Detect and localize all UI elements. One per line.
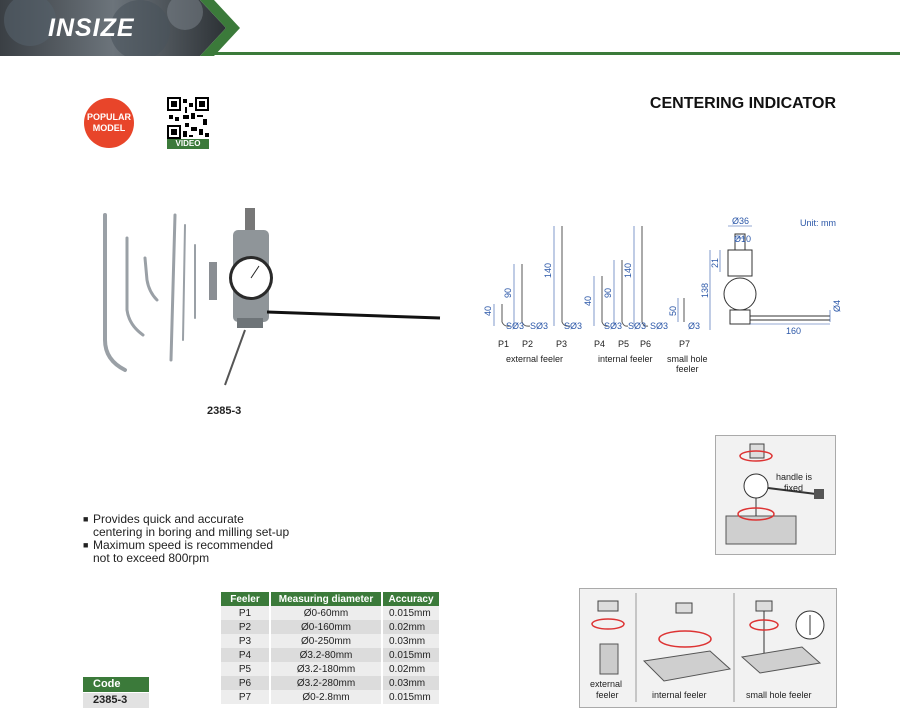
dim-d4: Ø4 (832, 300, 842, 312)
cell-diameter: Ø3.2-280mm (270, 676, 383, 690)
usage-label-external-1: external (590, 679, 622, 689)
feature-item: ■ Provides quick and accurate (83, 513, 289, 526)
dimension-drawing: Unit: mm 40 90 140 40 90 140 50 SØ3 SØ3 … (483, 216, 842, 374)
usage-label-external-2: feeler (596, 690, 619, 700)
p1-label: P1 (498, 339, 509, 349)
small-hole-caption-2: feeler (676, 364, 699, 374)
feature-item-cont: not to exceed 800rpm (83, 552, 289, 565)
p2-label: P2 (522, 339, 533, 349)
cell-accuracy: 0.03mm (382, 634, 441, 648)
p6-label: P6 (640, 339, 651, 349)
qr-code-icon[interactable] (167, 97, 209, 139)
cell-diameter: Ø0-60mm (270, 606, 383, 620)
p1-tip: SØ3 (506, 321, 524, 331)
p3-label: P3 (556, 339, 567, 349)
cell-diameter: Ø0-2.8mm (270, 690, 383, 704)
bullet-icon: ■ (83, 540, 89, 550)
popular-model-badge: POPULAR MODEL (84, 98, 134, 148)
badge-line1: POPULAR (86, 112, 131, 122)
cell-feeler: P6 (221, 676, 271, 690)
handle-note-1: handle is (776, 472, 813, 482)
p4-length: 40 (583, 296, 593, 306)
feature-1-line1: Provides quick and accurate (93, 512, 244, 526)
handle-note-2: fixed (784, 483, 803, 493)
cell-feeler: P5 (221, 662, 271, 676)
header-rule (210, 52, 900, 55)
cell-feeler: P3 (221, 634, 271, 648)
code-header: Code (83, 677, 149, 692)
cell-diameter: Ø0-160mm (270, 620, 383, 634)
usage-label-small-hole: small hole feeler (746, 690, 812, 700)
cell-feeler: P1 (221, 606, 271, 620)
dim-h21: 21 (710, 258, 720, 268)
feature-2-line2: not to exceed 800rpm (93, 551, 210, 565)
dim-arm160: 160 (786, 326, 801, 336)
cell-accuracy: 0.02mm (382, 620, 441, 634)
dim-d36: Ø36 (732, 216, 749, 226)
p7-tip: Ø3 (688, 321, 700, 331)
dim-d10: Ø10 (734, 234, 751, 244)
p6-tip: SØ3 (650, 321, 668, 331)
feature-item: ■ Maximum speed is recommended (83, 539, 289, 552)
dim-h138: 138 (700, 283, 710, 298)
cell-feeler: P4 (221, 648, 271, 662)
external-feeler-caption: external feeler (506, 354, 563, 364)
cell-feeler: P2 (221, 620, 271, 634)
p5-tip: SØ3 (628, 321, 646, 331)
cell-feeler: P7 (221, 690, 271, 704)
feature-1-line2: centering in boring and milling set-up (93, 525, 290, 539)
small-hole-caption-1: small hole (667, 354, 708, 364)
page-title: CENTERING INDICATOR (649, 95, 836, 112)
cell-diameter: Ø3.2-80mm (270, 648, 383, 662)
product-photo (103, 208, 441, 386)
handle-usage-illustration: handle is fixed (725, 443, 824, 545)
feeler-usage-illustration: external feeler internal feeler small ho… (590, 593, 825, 702)
p2-length: 90 (503, 288, 513, 298)
header-banner (0, 0, 240, 56)
brand-logo: INSIZE (48, 14, 135, 42)
cell-accuracy: 0.015mm (382, 648, 441, 662)
bullet-icon: ■ (83, 514, 89, 524)
p2-tip: SØ3 (530, 321, 548, 331)
p1-length: 40 (483, 306, 493, 316)
p4-label: P4 (594, 339, 605, 349)
cell-accuracy: 0.015mm (382, 606, 441, 620)
badge-line2: MODEL (92, 123, 126, 133)
cell-diameter: Ø0-250mm (270, 634, 383, 648)
cell-accuracy: 0.03mm (382, 676, 441, 690)
cell-accuracy: 0.02mm (382, 662, 441, 676)
p3-length: 140 (543, 263, 553, 278)
code-value: 2385-3 (83, 693, 149, 708)
p7-length: 50 (668, 306, 678, 316)
cell-accuracy: 0.015mm (382, 690, 441, 704)
feature-2-line1: Maximum speed is recommended (93, 538, 274, 552)
product-code-label: 2385-3 (207, 405, 242, 417)
cell-diameter: Ø3.2-180mm (270, 662, 383, 676)
p7-label: P7 (679, 339, 690, 349)
col-header-accuracy: Accuracy (382, 592, 441, 606)
p5-length: 90 (603, 288, 613, 298)
p6-length: 140 (623, 263, 633, 278)
unit-label: Unit: mm (800, 218, 836, 228)
internal-feeler-caption: internal feeler (598, 354, 653, 364)
p4-tip: SØ3 (604, 321, 622, 331)
video-tag: VIDEO (167, 139, 209, 149)
usage-label-internal: internal feeler (652, 690, 707, 700)
feature-item-cont: centering in boring and milling set-up (83, 526, 289, 539)
p5-label: P5 (618, 339, 629, 349)
p3-tip: SØ3 (564, 321, 582, 331)
col-header-diameter: Measuring diameter (270, 592, 383, 606)
col-header-feeler: Feeler (221, 592, 271, 606)
feature-list: ■ Provides quick and accurate centering i… (83, 513, 289, 565)
